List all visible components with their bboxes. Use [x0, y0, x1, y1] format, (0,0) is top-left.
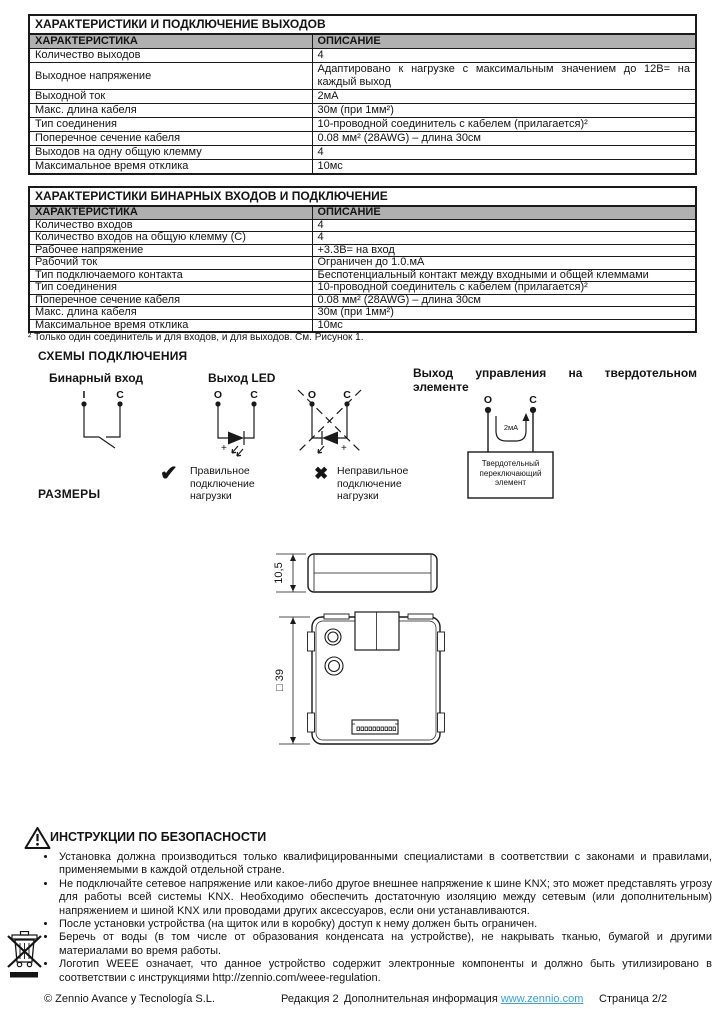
- dimensions-drawing: 10,5 □ 39: [273, 553, 445, 745]
- table1-title: ХАРАКТЕРИСТИКИ И ПОДКЛЮЧЕНИЕ ВЫХОДОВ: [28, 14, 697, 35]
- footer-website-link[interactable]: www.zennio.com: [500, 993, 584, 1005]
- weee-crossed-bin-icon: [7, 931, 42, 978]
- terminal-i-label: I: [83, 389, 86, 401]
- table-row: Количество входов на общую клемму (C)4: [28, 231, 697, 245]
- incorrect-connection-label: Неправильное подключение нагрузки: [337, 465, 409, 502]
- side-dimension-label: □ 39: [274, 669, 286, 691]
- terminal-c-label: C: [116, 389, 124, 401]
- correct-connection-label: Правильное подключение нагрузки: [190, 465, 255, 502]
- led-incorrect-diagram: O C +: [297, 389, 362, 454]
- table-row: Рабочее напряжение+3.3В= на вход: [28, 243, 697, 257]
- safety-bullet: После установки устройства (на щиток или…: [57, 918, 712, 931]
- depth-dimension-label: 10,5: [273, 562, 285, 583]
- table2-col2-header: ОПИСАНИЕ: [311, 205, 697, 220]
- safety-bullet: Беречь от воды (в том числе от образован…: [57, 931, 712, 958]
- led-plus-sign: +: [341, 443, 347, 454]
- table1-col2-header: ОПИСАНИЕ: [311, 33, 697, 49]
- schemes-heading: СХЕМЫ ПОДКЛЮЧЕНИЯ: [38, 349, 188, 363]
- solid-state-box-label: Твердотельный переключающий элемент: [479, 459, 542, 487]
- footnote: ² Только один соединитель и для входов, …: [28, 332, 364, 343]
- footer-page-number: Страница 2/2: [599, 993, 668, 1005]
- terminal-c-label: C: [250, 389, 258, 401]
- safety-bullet: Не подключайте сетевое напряжение или ка…: [57, 878, 712, 918]
- footer-info-label: Дополнительная информация: [344, 993, 498, 1005]
- terminal-o-label: O: [308, 389, 316, 401]
- inputs-spec-table: ХАРАКТЕРИСТИКИ БИНАРНЫХ ВХОДОВ И ПОДКЛЮЧ…: [28, 186, 697, 333]
- binary-input-label: Бинарный вход: [49, 371, 144, 385]
- dimensions-heading: РАЗМЕРЫ: [38, 487, 101, 501]
- table2-col1-header: ХАРАКТЕРИСТИКА: [28, 205, 313, 220]
- warning-triangle-icon: [24, 827, 51, 849]
- safety-heading: ИНСТРУКЦИИ ПО БЕЗОПАСНОСТИ: [50, 830, 267, 844]
- current-label: 2мА: [504, 423, 518, 432]
- safety-bullet-list: Установка должна производиться только кв…: [42, 851, 712, 985]
- table1-col1-header: ХАРАКТЕРИСТИКА: [28, 33, 313, 49]
- solid-state-diagram: O C 2мА: [467, 394, 554, 499]
- terminal-c-label: C: [343, 389, 351, 401]
- led-output-label: Выход LED: [208, 371, 276, 385]
- terminal-o-label: O: [484, 394, 492, 406]
- cross-icon: ✖: [314, 464, 329, 483]
- table2-title: ХАРАКТЕРИСТИКИ БИНАРНЫХ ВХОДОВ И ПОДКЛЮЧ…: [28, 186, 697, 207]
- led-correct-diagram: O C +: [214, 389, 258, 457]
- safety-bullet: Установка должна производиться только кв…: [57, 851, 712, 878]
- terminal-o-label: O: [214, 389, 222, 401]
- safety-bullet: Логотип WEEE означает, что данное устрой…: [57, 958, 712, 985]
- footer-copyright: © Zennio Avance y Tecnología S.L.: [44, 993, 215, 1005]
- binary-input-diagram: I C: [81, 389, 124, 449]
- outputs-spec-table: ХАРАКТЕРИСТИКИ И ПОДКЛЮЧЕНИЕ ВЫХОДОВ ХАР…: [28, 14, 697, 175]
- footer-revision: Редакция 2: [281, 993, 339, 1005]
- terminal-c-label: C: [529, 394, 537, 406]
- solid-state-label: Выход управления на твердотельном элемен…: [413, 366, 697, 394]
- footer-info: Дополнительная информация www.zennio.com: [344, 993, 583, 1005]
- checkmark-icon: ✔: [160, 462, 178, 485]
- led-plus-sign: +: [221, 443, 227, 454]
